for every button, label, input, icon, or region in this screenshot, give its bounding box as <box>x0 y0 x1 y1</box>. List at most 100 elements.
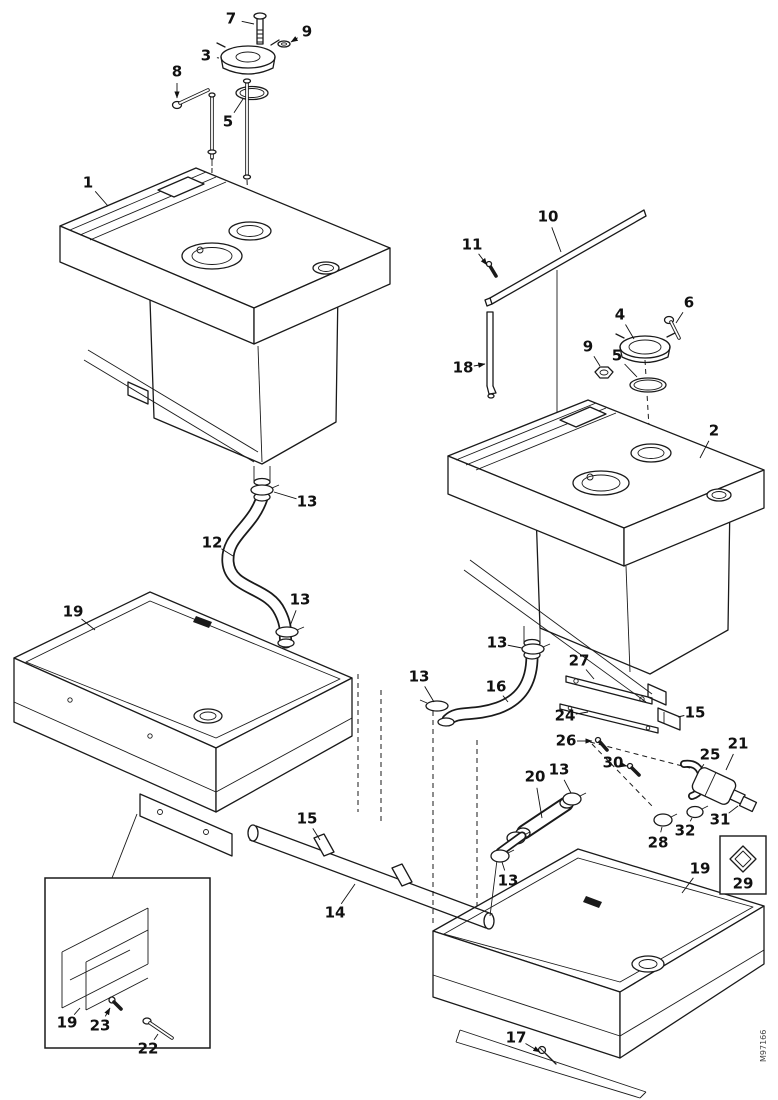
nut-9-right <box>594 366 614 379</box>
callout-24: 24 <box>555 707 576 725</box>
callout-14: 14 <box>325 904 346 922</box>
filter-21 <box>691 767 746 805</box>
callout-leader-1 <box>94 191 109 207</box>
callout-leader-13 <box>273 491 297 500</box>
retaining-strap-18 <box>486 311 497 399</box>
tank-rail-left <box>83 349 259 463</box>
callout-3: 3 <box>201 47 211 65</box>
callout-15: 15 <box>685 704 706 722</box>
callout-leader-15 <box>677 715 685 718</box>
screw-23 <box>108 996 123 1011</box>
pin-11 <box>485 260 498 278</box>
gasket-5-right <box>629 377 667 393</box>
callout-10: 10 <box>538 208 559 226</box>
inset-detail-box <box>44 877 211 1049</box>
callout-leader-25 <box>699 763 705 771</box>
crossmember-14 <box>247 824 498 930</box>
callout-25: 25 <box>700 746 721 764</box>
callout-leader-16 <box>502 695 509 703</box>
callout-13: 13 <box>409 668 430 686</box>
fitting-31 <box>738 795 758 813</box>
callout-13: 13 <box>297 493 318 511</box>
callout-leader-21 <box>725 753 734 771</box>
callout-28: 28 <box>648 834 669 852</box>
clamp-28 <box>653 813 678 827</box>
callout-leader-20 <box>536 787 543 819</box>
strap-15-mid <box>391 863 413 887</box>
callout-leader-30 <box>619 761 628 768</box>
callout-leader-28 <box>660 826 663 833</box>
vent-fitting-8 <box>171 88 210 110</box>
mounting-tray-right <box>432 848 765 1099</box>
callout-leader-18 <box>473 362 486 368</box>
filler-cap-assembly-right <box>594 315 681 393</box>
callout-leader-12 <box>221 548 234 557</box>
callout-leader-11 <box>478 253 488 266</box>
callout-leader-9 <box>593 356 601 367</box>
callout-leader-5 <box>624 363 638 378</box>
callout-leader-2 <box>699 440 710 459</box>
callout-21: 21 <box>728 735 749 753</box>
callout-19: 19 <box>690 860 711 878</box>
callout-19: 19 <box>63 603 84 621</box>
mounting-tray-left <box>13 591 353 879</box>
callout-22: 22 <box>138 1040 159 1058</box>
callout-leader-19 <box>81 618 96 631</box>
gasket-5-left <box>235 85 269 101</box>
callout-leader-32 <box>689 817 693 822</box>
pickup-tube-left <box>207 92 217 166</box>
callout-19: 19 <box>57 1014 78 1032</box>
callout-9: 9 <box>583 338 593 356</box>
callout-5: 5 <box>612 347 622 365</box>
callout-30: 30 <box>603 754 624 772</box>
callout-4: 4 <box>615 306 625 324</box>
fuel-tank-right <box>447 399 765 706</box>
callout-23: 23 <box>90 1017 111 1035</box>
callout-13: 13 <box>290 591 311 609</box>
callout-9: 9 <box>302 23 312 41</box>
callout-32: 32 <box>675 822 696 840</box>
callout-leader-31 <box>728 805 739 814</box>
image-watermark: M97166 <box>759 1030 768 1062</box>
callout-leader-4 <box>625 324 635 340</box>
callout-26: 26 <box>556 732 577 750</box>
callout-27: 27 <box>569 652 590 670</box>
callout-leader-5 <box>233 98 244 114</box>
callout-12: 12 <box>202 534 223 552</box>
stub-pipe <box>495 831 527 857</box>
callout-leader-15 <box>312 828 321 841</box>
callout-2: 2 <box>709 422 719 440</box>
callout-5: 5 <box>223 113 233 131</box>
callout-7: 7 <box>226 10 236 28</box>
callout-leader-7 <box>241 20 255 25</box>
clamp-13-hose20-upper <box>562 792 587 806</box>
callout-leader-27 <box>585 669 595 680</box>
callout-leader-13 <box>563 779 572 794</box>
callout-31: 31 <box>710 811 731 829</box>
clamp-13-right-end <box>419 699 449 712</box>
callout-leader-13 <box>424 686 435 703</box>
callout-leader-10 <box>551 227 562 253</box>
callout-leader-13 <box>501 861 506 871</box>
callout-13: 13 <box>498 872 519 890</box>
strap-15-left <box>313 833 335 857</box>
fuel-tank-left <box>59 167 391 487</box>
fuel-line-fitting-cluster <box>490 759 758 863</box>
bolt-26 <box>594 736 609 752</box>
callout-11: 11 <box>462 236 483 254</box>
tank-rail-right <box>463 559 653 703</box>
vent-tube-left <box>242 78 252 180</box>
callout-leader-24 <box>575 711 589 715</box>
fuel-cap-4 <box>615 332 676 364</box>
callout-leader-13 <box>289 610 297 627</box>
washer-9-top <box>277 40 291 48</box>
bolt-30 <box>626 762 641 777</box>
callout-17: 17 <box>506 1029 527 1047</box>
bracket-15-right <box>657 707 681 731</box>
bolt-7 <box>253 12 267 45</box>
callout-6: 6 <box>684 294 694 312</box>
bolt-6 <box>663 315 681 340</box>
strip-27 <box>565 675 653 705</box>
